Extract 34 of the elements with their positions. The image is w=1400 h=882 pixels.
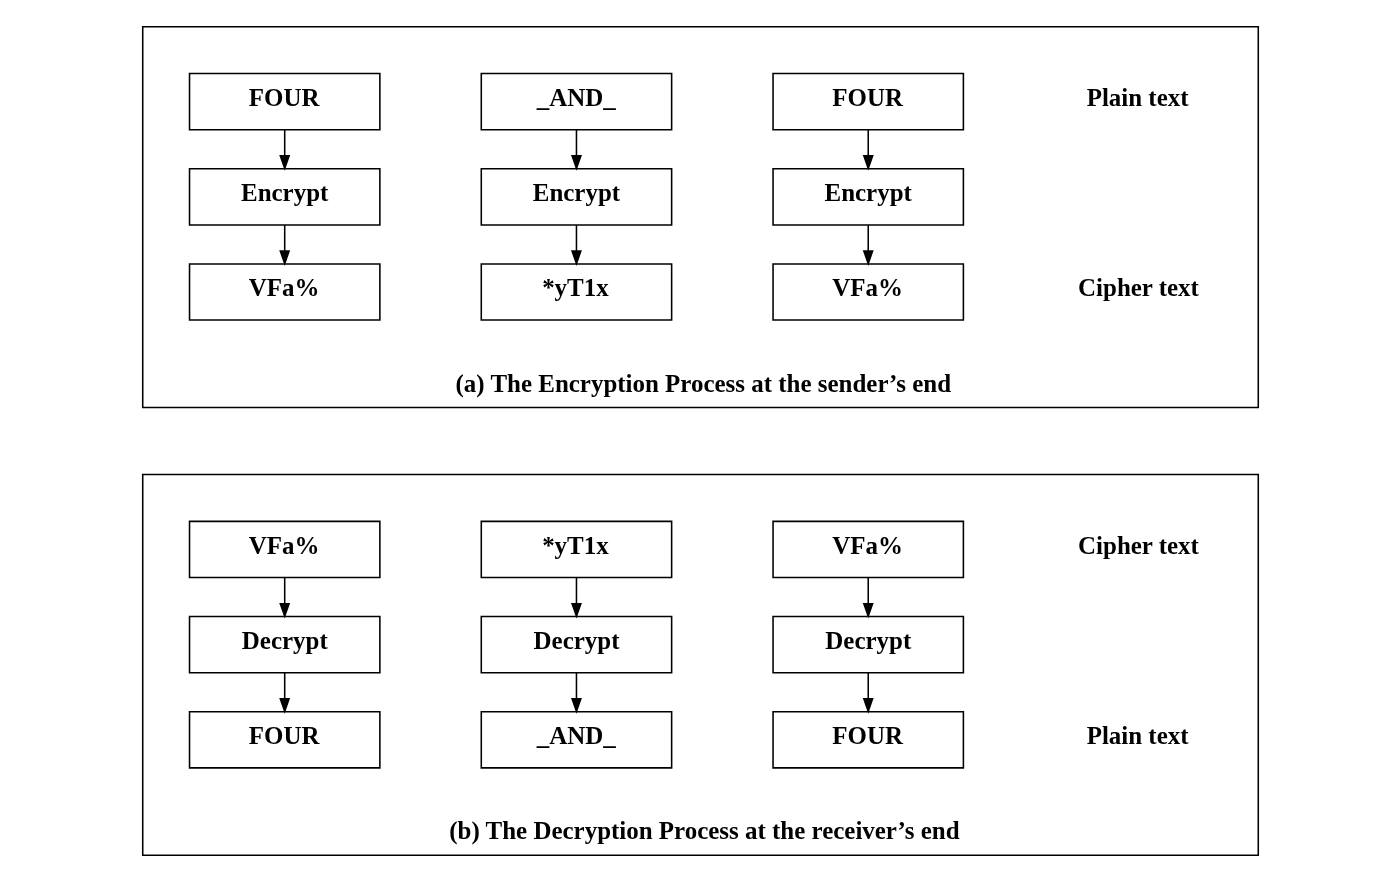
node-box: FOUR xyxy=(771,72,964,131)
node-box: VFa% xyxy=(771,263,964,321)
arrow xyxy=(862,129,874,171)
arrow xyxy=(570,129,582,171)
arrow xyxy=(278,672,290,714)
arrow xyxy=(278,224,290,266)
node-box: VFa% xyxy=(771,520,964,579)
arrow xyxy=(570,224,582,266)
arrow xyxy=(570,672,582,714)
node-box: *yT1x xyxy=(480,263,672,321)
arrow xyxy=(862,224,874,266)
node-box: _AND_ xyxy=(480,710,672,769)
node-box: Decrypt xyxy=(188,615,381,674)
arrow xyxy=(862,576,874,619)
node-box: FOUR xyxy=(188,72,381,131)
node-box: FOUR xyxy=(771,710,964,769)
label: Cipher text xyxy=(1077,531,1199,559)
arrow xyxy=(278,129,290,171)
arrow xyxy=(862,672,874,714)
node-box: *yT1x xyxy=(480,520,672,579)
node-box: Decrypt xyxy=(771,615,964,674)
node-box: Encrypt xyxy=(188,167,381,226)
arrow xyxy=(278,576,290,619)
label: Cipher text xyxy=(1077,274,1199,302)
label: Plain text xyxy=(1086,722,1189,750)
node-box: Decrypt xyxy=(480,615,672,674)
node-box: FOUR xyxy=(188,710,381,769)
node-box: Encrypt xyxy=(771,167,964,226)
arrow xyxy=(570,576,582,619)
node-box: Encrypt xyxy=(480,167,672,226)
node-box: _AND_ xyxy=(480,72,672,131)
node-box: VFa% xyxy=(188,520,381,579)
node-box: VFa% xyxy=(188,263,381,321)
label: Plain text xyxy=(1086,84,1189,112)
